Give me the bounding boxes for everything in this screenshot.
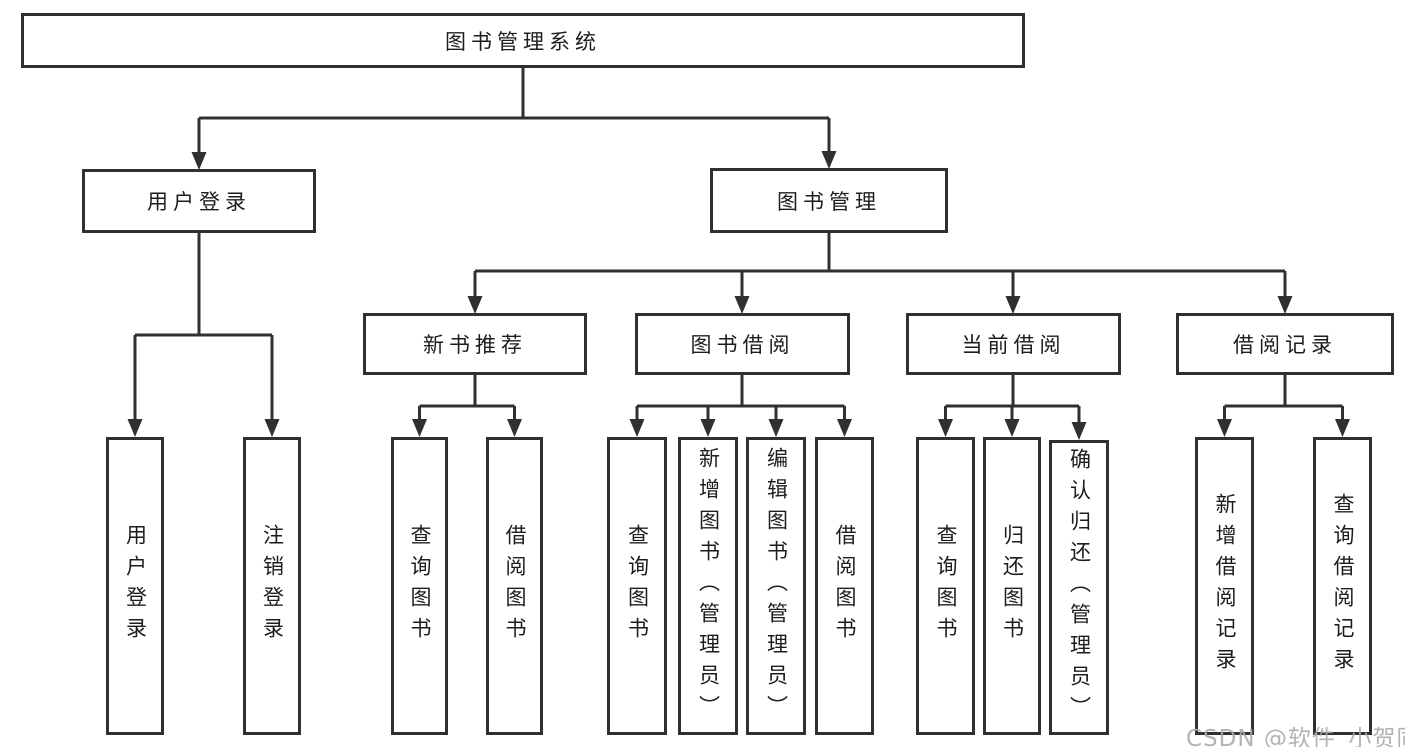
leaf-return-books-label: 归还图书 [1000,524,1025,648]
node-new-book-recommend: 新书推荐 [363,313,587,375]
node-book-management: 图书管理 [710,168,948,233]
leaf-return-books: 归还图书 [983,437,1041,735]
leaf-add-book-admin-label: 新增图书（管理员） [696,446,721,726]
node-book-borrow: 图书借阅 [635,313,850,375]
leaf-confirm-return-admin: 确认归还（管理员） [1049,440,1109,735]
leaf-borrow-books: 借阅图书 [815,437,874,735]
node-root-system-label: 图书管理系统 [445,29,601,54]
leaf-add-book-admin: 新增图书（管理员） [678,437,738,735]
leaf-query-borrow-record-label: 查询借阅记录 [1331,493,1355,679]
leaf-add-borrow-record-label: 新增借阅记录 [1213,493,1237,679]
leaf-user-login: 用户登录 [106,437,164,735]
node-current-borrow: 当前借阅 [906,313,1121,375]
leaf-user-login-label: 用户登录 [123,524,148,648]
leaf-borrow-query-books: 查询图书 [607,437,667,735]
leaf-edit-book-admin-label: 编辑图书（管理员） [764,446,789,726]
leaf-add-borrow-record: 新增借阅记录 [1195,437,1254,735]
leaf-query-borrow-record: 查询借阅记录 [1313,437,1372,735]
leaf-logout-label: 注销登录 [260,524,285,648]
leaf-recommend-borrow-books-label: 借阅图书 [503,524,527,648]
leaf-edit-book-admin: 编辑图书（管理员） [746,437,806,735]
csdn-watermark: CSDN @软件_小贺同学 [1186,726,1405,747]
leaf-logout: 注销登录 [243,437,301,735]
node-book-borrow-label: 图书借阅 [690,333,795,357]
node-new-book-recommend-label: 新书推荐 [423,333,527,357]
node-user-login-label: 用户登录 [147,190,251,214]
leaf-borrow-books-label: 借阅图书 [833,524,857,648]
leaf-current-query-books-label: 查询图书 [934,524,958,648]
node-user-login: 用户登录 [82,169,316,233]
node-borrow-records-label: 借阅记录 [1233,333,1337,357]
node-root-system: 图书管理系统 [21,13,1025,68]
node-borrow-records: 借阅记录 [1176,313,1394,375]
leaf-recommend-borrow-books: 借阅图书 [486,437,543,735]
leaf-recommend-query-books-label: 查询图书 [408,524,432,648]
node-book-management-label: 图书管理 [777,189,881,214]
leaf-confirm-return-admin-label: 确认归还（管理员） [1067,448,1092,727]
leaf-recommend-query-books: 查询图书 [391,437,448,735]
node-current-borrow-label: 当前借阅 [961,333,1066,357]
leaf-borrow-query-books-label: 查询图书 [625,524,650,648]
leaf-current-query-books: 查询图书 [916,437,975,735]
